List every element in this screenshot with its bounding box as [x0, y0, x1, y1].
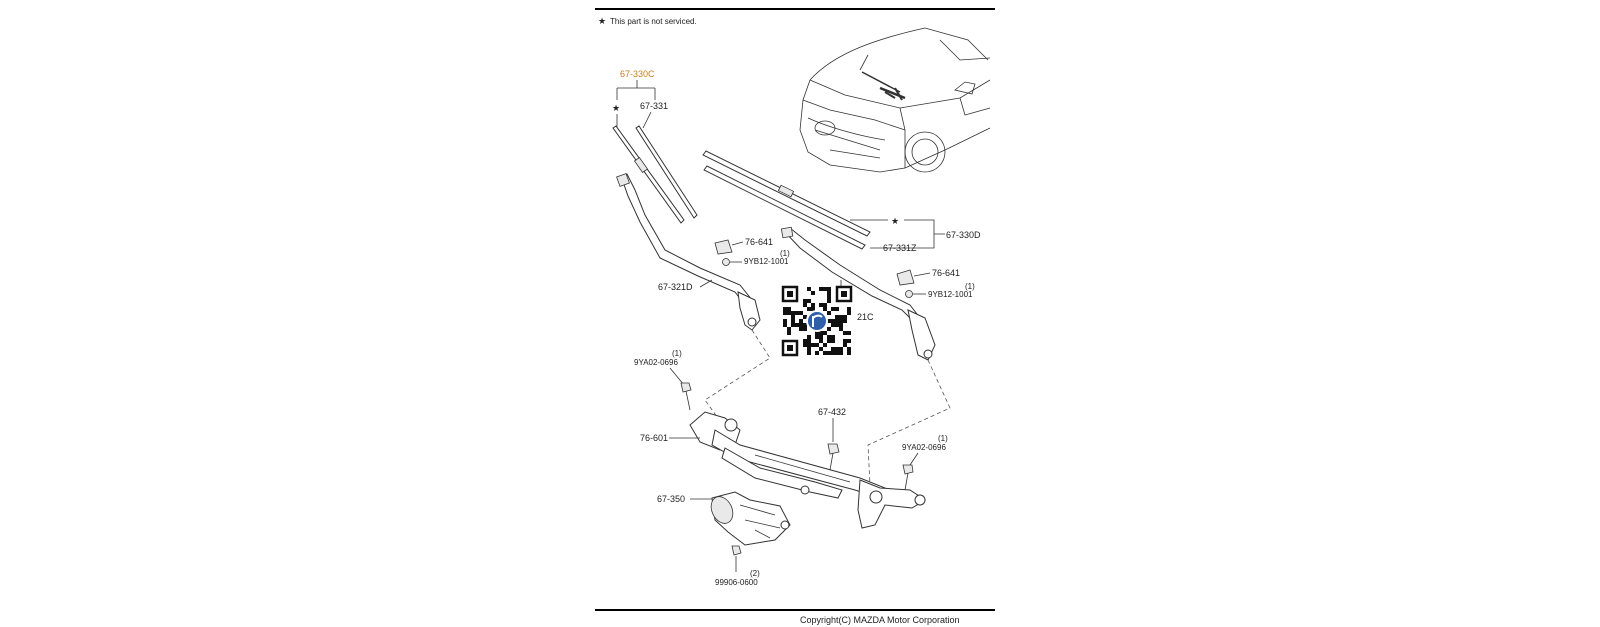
bolt-left	[680, 382, 692, 411]
label-bolt-right-qty: (1)	[938, 434, 948, 443]
arm-left-tip	[616, 173, 630, 187]
label-nut-left-qty: (1)	[780, 249, 790, 258]
label-bolt-left-qty: (1)	[672, 349, 682, 358]
copyright: Copyright(C) MAZDA Motor Corporation	[800, 615, 960, 625]
car-illustration	[799, 27, 991, 173]
note-star-icon: ★	[598, 16, 606, 26]
label-9YA02-0696-right: 9YA02-0696	[902, 443, 946, 452]
label-21C: 21C	[857, 312, 874, 322]
wiper-blade-right-b	[703, 165, 866, 250]
bolt-right	[902, 464, 914, 491]
star-left-icon: ★	[612, 103, 620, 113]
label-76-601: 76-601	[640, 433, 668, 443]
cap-left	[714, 239, 733, 255]
wiper-blade-left-a	[612, 125, 685, 224]
leader-76-641-left	[731, 241, 744, 246]
cap-right	[896, 269, 915, 286]
leader-76-641-right	[913, 272, 931, 277]
label-67-330D: 67-330D	[946, 230, 981, 240]
label-67-331Z: 67-331Z	[883, 243, 917, 253]
label-motor-nut-qty: (2)	[750, 569, 760, 578]
service-note: This part is not serviced.	[610, 17, 697, 26]
leader-67-321D	[699, 279, 713, 288]
label-67-330C: 67-330C	[620, 69, 655, 79]
label-67-331: 67-331	[640, 101, 668, 111]
label-9YB12-1001-right: 9YB12-1001	[928, 290, 973, 299]
arm-right-pivot-hole	[923, 349, 933, 359]
label-76-641-left: 76-641	[745, 237, 773, 247]
arm-right-tip	[780, 226, 794, 239]
blade-clip-right	[777, 184, 795, 198]
label-67-350: 67-350	[657, 494, 685, 504]
star-right-icon: ★	[891, 216, 899, 226]
label-76-641-right: 76-641	[932, 268, 960, 278]
label-9YA02-0696-left: 9YA02-0696	[634, 358, 678, 367]
nut-left	[722, 258, 730, 266]
label-67-321D: 67-321D	[658, 282, 693, 292]
label-nut-right-qty: (1)	[965, 282, 975, 291]
pivot-bolt	[827, 443, 840, 471]
label-9YB12-1001-left: 9YB12-1001	[744, 257, 789, 266]
bracket-67-330D	[850, 219, 945, 249]
wiper-motor	[710, 491, 791, 546]
leader-bolt-left	[669, 367, 685, 386]
guide-left	[704, 329, 771, 429]
qr-code	[781, 285, 853, 357]
nut-right	[905, 290, 913, 298]
arm-left-pivot-hole	[747, 317, 757, 327]
bracket-67-330C	[616, 80, 656, 100]
leader-67-331	[642, 111, 652, 129]
leader-bolt-right	[909, 452, 919, 466]
label-99906-0600: 99906-0600	[715, 578, 758, 587]
wiper-linkage	[689, 411, 926, 529]
guide-right	[867, 359, 951, 486]
blade-clip-left	[633, 156, 649, 174]
motor-nut	[731, 545, 742, 556]
label-67-432: 67-432	[818, 407, 846, 417]
wiper-blade-left-b	[635, 125, 698, 219]
